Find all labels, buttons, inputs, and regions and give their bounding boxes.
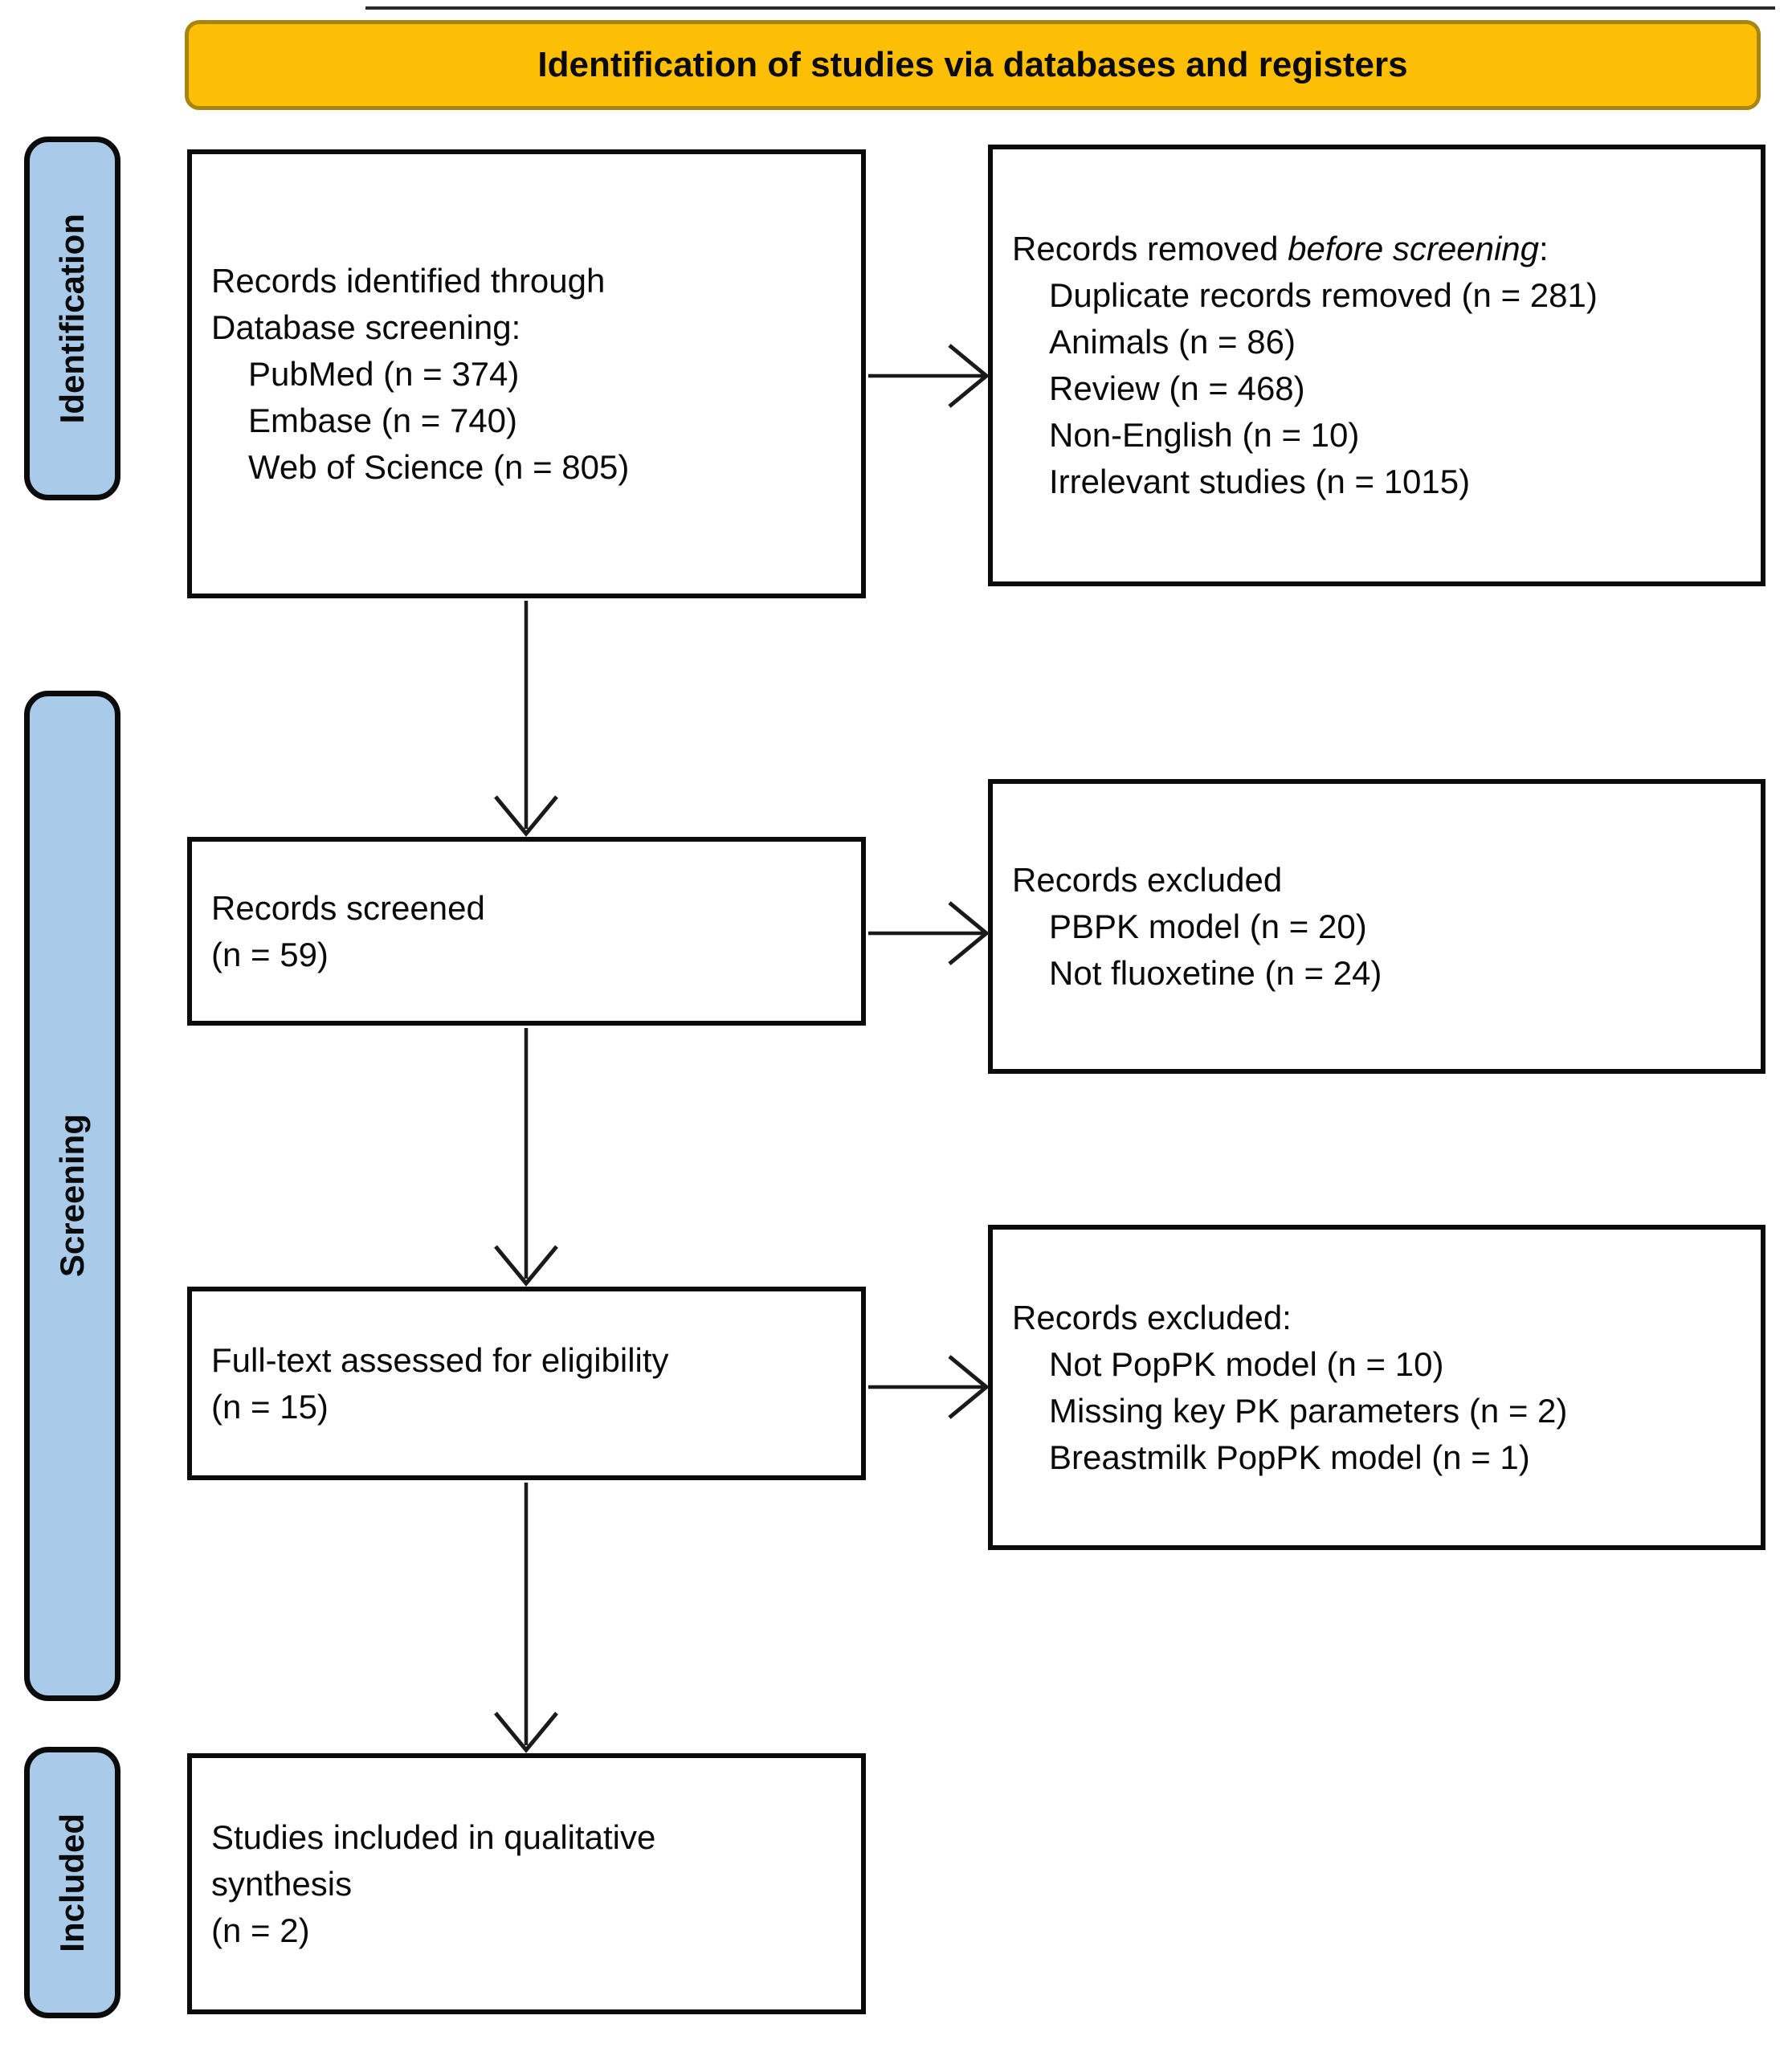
database-count-item: Web of Science (n = 805) bbox=[248, 447, 630, 486]
arrow-screened-to-excluded bbox=[868, 901, 990, 965]
records-excluded-title: Records excluded bbox=[1012, 860, 1283, 899]
excluded-reason-item: Missing key PK parameters (n = 2) bbox=[1049, 1391, 1568, 1430]
arrow-identified-to-removed bbox=[868, 344, 990, 408]
full-text-line: Full-text assessed for eligibility bbox=[211, 1340, 669, 1379]
full-text-assessed-box: Full-text assessed for eligibility (n = … bbox=[187, 1287, 866, 1480]
records-screened-line: Records screened bbox=[211, 888, 485, 927]
studies-included-box: Studies included in qualitative synthesi… bbox=[187, 1753, 866, 2014]
records-removed-box: Records removed before screening: Duplic… bbox=[988, 145, 1765, 586]
stage-label-screening: Screening bbox=[24, 691, 120, 1701]
excluded-reason-item: Not fluoxetine (n = 24) bbox=[1049, 953, 1382, 992]
removed-reason-item: Non-English (n = 10) bbox=[1049, 416, 1360, 454]
database-count-item: Embase (n = 740) bbox=[248, 401, 518, 439]
database-count-item: PubMed (n = 374) bbox=[248, 354, 520, 393]
records-excluded-title: Records excluded: bbox=[1012, 1298, 1292, 1336]
header-title: Identification of studies via databases … bbox=[537, 45, 1408, 84]
records-removed-title: Records removed before screening: bbox=[1012, 230, 1549, 267]
removed-reason-item: Irrelevant studies (n = 1015) bbox=[1049, 463, 1471, 500]
top-border-line bbox=[365, 6, 1775, 10]
studies-included-line: Studies included in qualitative synthesi… bbox=[211, 1817, 656, 1903]
stage-label-included: Included bbox=[24, 1747, 120, 2018]
records-screened-count: (n = 59) bbox=[211, 935, 329, 973]
stage-label-included-text: Included bbox=[53, 1813, 91, 1952]
records-screened-box: Records screened (n = 59) bbox=[187, 837, 866, 1026]
removed-reason-item: Duplicate records removed (n = 281) bbox=[1049, 276, 1598, 314]
records-identified-box: Records identified through Database scre… bbox=[187, 149, 866, 598]
full-text-count: (n = 15) bbox=[211, 1387, 329, 1426]
studies-included-count: (n = 2) bbox=[211, 1911, 310, 1949]
stage-label-identification: Identification bbox=[24, 137, 120, 500]
excluded-reason-item: Breastmilk PopPK model (n = 1) bbox=[1049, 1438, 1530, 1476]
excluded-reason-item: Not PopPK model (n = 10) bbox=[1049, 1344, 1444, 1383]
arrow-fulltext-to-included bbox=[494, 1483, 558, 1753]
records-excluded-box-2: Records excluded: Not PopPK model (n = 1… bbox=[988, 1225, 1765, 1550]
arrow-fulltext-to-excluded bbox=[868, 1355, 990, 1419]
stage-label-screening-text: Screening bbox=[53, 1114, 91, 1278]
records-excluded-box-1: Records excluded PBPK model (n = 20) Not… bbox=[988, 779, 1765, 1074]
header-banner: Identification of studies via databases … bbox=[185, 20, 1761, 110]
excluded-reason-item: PBPK model (n = 20) bbox=[1049, 907, 1367, 945]
arrow-identified-to-screened bbox=[494, 601, 558, 837]
removed-reason-item: Review (n = 468) bbox=[1049, 369, 1305, 407]
records-removed-title-italic: before screening bbox=[1288, 230, 1540, 267]
stage-label-identification-text: Identification bbox=[53, 213, 91, 424]
records-identified-line: Database screening: bbox=[211, 308, 521, 346]
arrow-screened-to-fulltext bbox=[494, 1028, 558, 1287]
records-identified-line: Records identified through bbox=[211, 261, 606, 300]
removed-reason-item: Animals (n = 86) bbox=[1049, 323, 1296, 361]
